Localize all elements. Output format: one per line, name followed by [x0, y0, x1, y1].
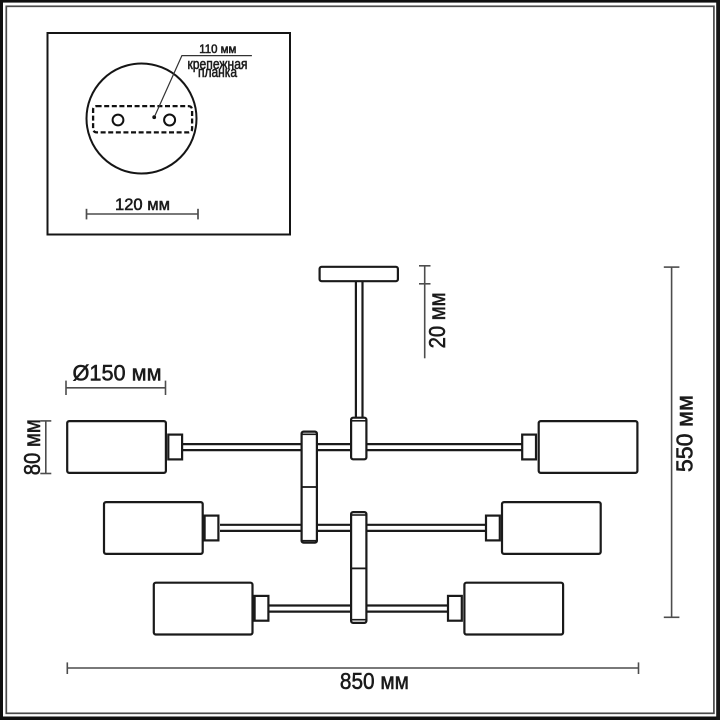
- svg-text:Ø150 мм: Ø150 мм: [73, 361, 162, 386]
- svg-text:120 мм: 120 мм: [115, 195, 170, 214]
- svg-text:110 мм: 110 мм: [199, 44, 236, 56]
- svg-text:550 мм: 550 мм: [672, 395, 698, 472]
- svg-text:80 мм: 80 мм: [19, 419, 45, 475]
- svg-text:850 мм: 850 мм: [340, 668, 409, 694]
- svg-text:планка: планка: [198, 65, 238, 81]
- svg-text:крепежная: крепежная: [188, 57, 248, 73]
- svg-text:20 мм: 20 мм: [424, 292, 450, 348]
